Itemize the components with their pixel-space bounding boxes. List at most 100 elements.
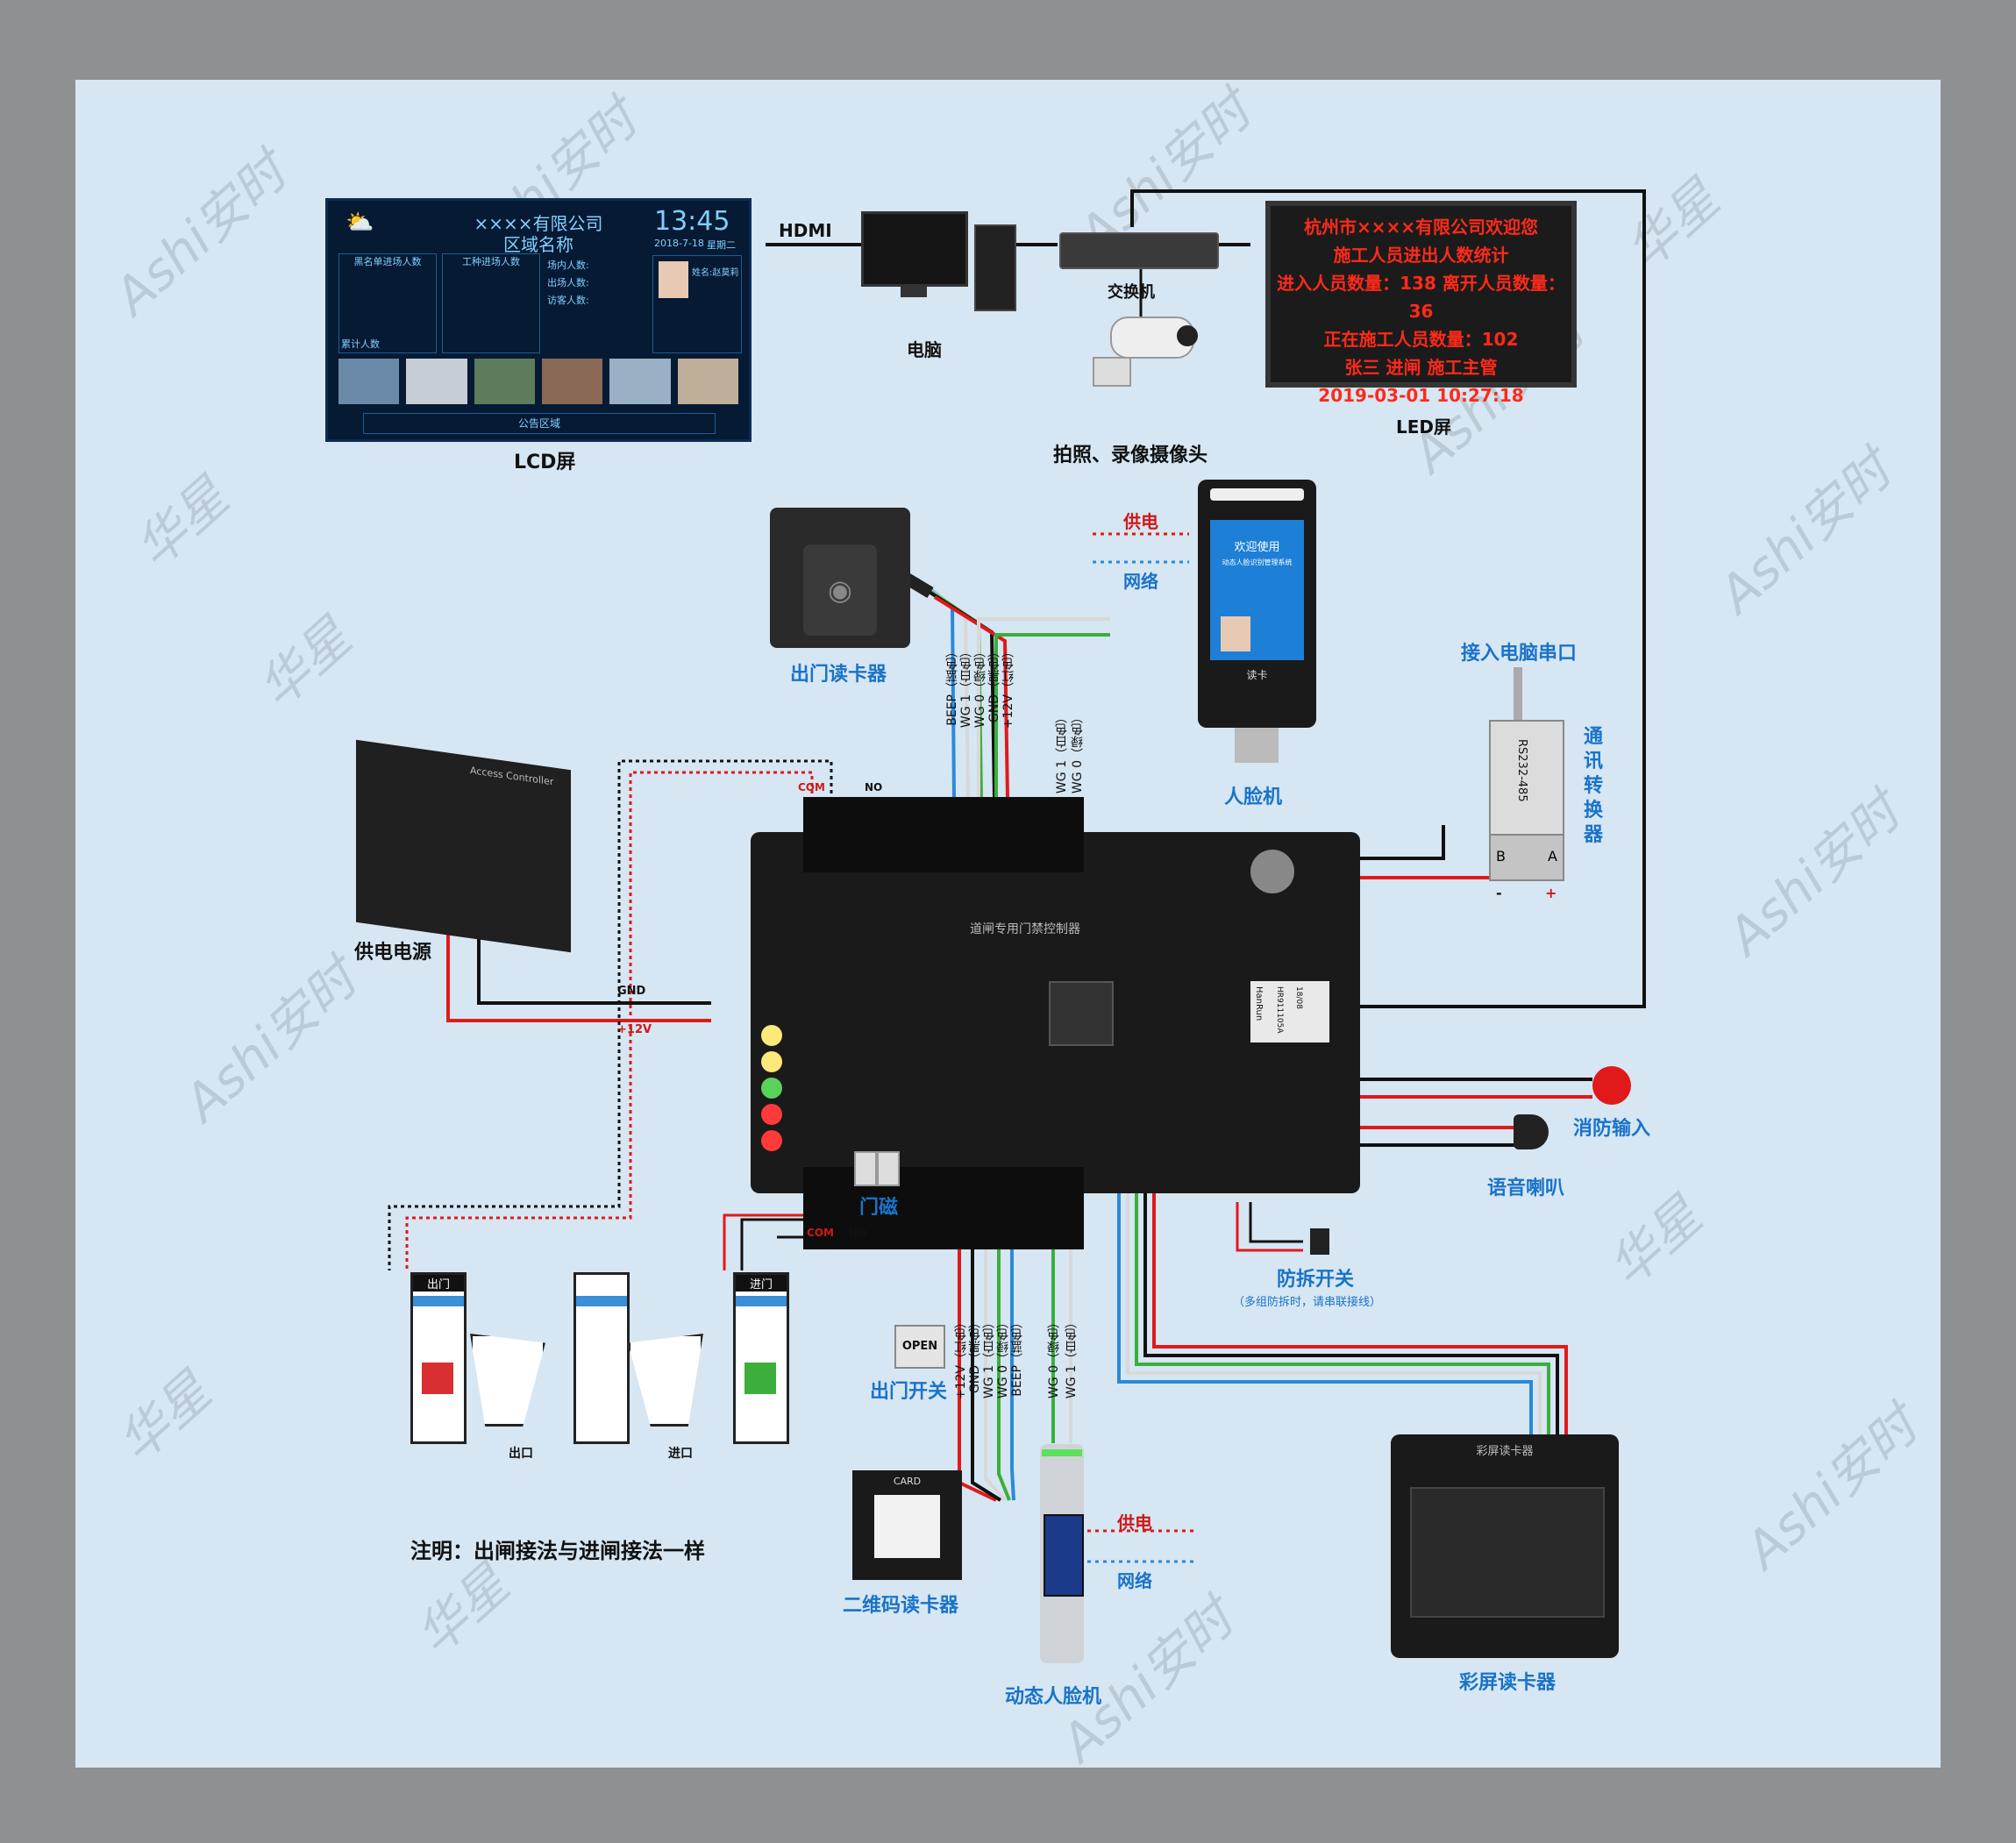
computer-label: 电脑 [907,339,942,360]
fire-alarm-icon [1592,1066,1631,1105]
ribbon-black [1143,1193,1559,1434]
door-magnet-icon [877,1151,900,1186]
lcd-stat-3: 访客人数: [547,295,589,306]
lcd-person-name: 姓名:赵莫莉 [692,268,739,278]
fire-input-label: 消防输入 [1573,1118,1651,1140]
qr-window [874,1495,940,1558]
lcd-stat-2: 出场人数: [547,277,589,288]
face-network-label: 网络 [1123,571,1158,592]
face-wire-wg1 [977,617,1110,799]
lcd-time: 13:45 [654,206,730,237]
ethernet-jack: HanRun HR911105A 18/08 [1250,981,1329,1042]
converter-b: B [1496,848,1506,865]
exit-gate-tag: 出门 [413,1275,464,1292]
enter-way-label: 进口 [668,1447,693,1461]
dynamic-face-label: 动态人脸机 [1005,1686,1102,1708]
chip-brand: HanRun [1254,986,1264,1021]
led-line: 杭州市××××有限公司欢迎您 [1303,217,1539,238]
lcd-company: ××××有限公司 [474,213,603,234]
no-top-label: NO [865,781,883,793]
wire-label: BEEP（蓝色） [1010,1316,1024,1397]
face-power-label: 供电 [1123,511,1158,532]
led-line: 正在施工人员数量：102 [1323,329,1519,350]
exit-button[interactable]: OPEN [894,1325,945,1369]
lcd-screen: ⛅ ××××有限公司 区域名称 13:45 2018-7-18 星期二 黑名单进… [325,198,752,442]
face-terminal-mount [1235,728,1279,763]
wiring-note: 注明：出闸接法与进闸接法一样 [410,1539,705,1563]
monitor-stand [901,285,927,297]
hdmi-label: HDMI [779,220,832,241]
gate-stripe [413,1296,464,1306]
gate-arrow-icon [744,1363,776,1394]
computer-monitor [861,211,968,303]
dynamic-face-screen [1044,1514,1084,1597]
avatar [659,261,688,298]
dyn-face-network-label: 网络 [1117,1570,1152,1591]
tamper-label: 防拆开关 [1277,1269,1355,1291]
tamper-note: （多组防拆时，请串联接线） [1233,1296,1382,1309]
color-reader-board-text: 彩屏读卡器 [1476,1445,1534,1458]
qr-reader: CARD [852,1470,962,1580]
ribbon-white [1126,1193,1542,1434]
converter-minus: - [1496,885,1502,901]
lcd-area: 区域名称 [503,234,573,255]
enter-gate-tag: 进门 [736,1275,787,1292]
lcd-person-card: 姓名:赵莫莉 [652,255,742,353]
camera-mount [1093,357,1131,387]
led-screen: 杭州市××××有限公司欢迎您 施工人员进出人数统计 进入人员数量：138 离开人… [1265,201,1577,406]
gate-stripe [736,1296,787,1306]
status-led [761,1130,782,1151]
status-led [761,1051,782,1072]
tamper-wire-black [1249,1202,1303,1243]
face-light-bar [1210,488,1304,501]
lcd-image-strip [338,359,738,404]
color-reader-label: 彩屏读卡器 [1459,1672,1557,1694]
diagram-panel: Ashi安时 Ashi安时 Ashi安时 华星 Ashi安时 华星 Ashi安时… [75,80,1941,1768]
lcd-panel-2-title: 工种进场人数 [462,256,520,267]
exit-way-label: 出口 [509,1447,533,1461]
psu-gnd-label: GND [617,985,646,998]
monitor-screen [861,211,968,287]
com-top-label: COM [798,781,825,793]
exit-card-reader: ◉ [770,508,910,648]
dyn-face-power-label: 供电 [1117,1512,1152,1533]
led-label: LED屏 [1396,416,1452,438]
ribbon-red [1152,1193,1568,1434]
camera [1093,317,1198,387]
gate-stripe [576,1296,627,1306]
rs485-b-wire [1351,825,1445,860]
lcd-total: 累计人数 [341,338,380,350]
converter-side-label: 通讯转换器 [1584,726,1604,846]
switch-label: 交换机 [1108,283,1155,302]
exit-gate-com-line [405,771,814,1270]
face-light-ring [1042,1449,1082,1456]
network-switch [1059,232,1219,269]
lcd-thumb [609,359,671,404]
lcd-thumb [406,359,467,404]
wire-label: WG 1（白色） [1065,1316,1079,1399]
rfid-icon: ◉ [803,544,877,636]
lcd-panel-2: 工种进场人数 [442,253,540,353]
converter-plug [1514,667,1522,720]
no-bottom-label: NO [849,1227,867,1239]
lcd-date: 2018-7-18 [654,238,704,249]
led-line: 2019-03-01 10:27:18 [1318,385,1524,406]
controller-title: 道闸专用门禁控制器 [970,922,1080,936]
lcd-panel-1: 黑名单进场人数 [338,253,437,353]
color-reader-screen [1410,1487,1605,1618]
face-wire-wg0 [994,633,1110,799]
converter-top-label: 接入电脑串口 [1461,643,1578,665]
ribbon-green [1135,1193,1550,1434]
lcd-label: LCD屏 [514,452,576,473]
led-line: 张三 进闸 施工主管 [1344,357,1498,378]
lcd-thumb [474,359,535,404]
access-controller-board: 道闸专用门禁控制器 HanRun HR911105A 18/08 [751,832,1360,1193]
color-screen-reader: 彩屏读卡器 [1391,1434,1619,1658]
wire-label: WG 0（绿色） [1071,711,1085,794]
qr-card-text: CARD [893,1476,922,1487]
led-line: 进入人员数量：138 离开人员数量：36 [1277,273,1565,322]
speaker-icon [1514,1114,1549,1149]
mcu-chip [1049,981,1114,1046]
network-cable [1130,189,1646,1008]
power-supply: Access Controller [356,739,571,953]
